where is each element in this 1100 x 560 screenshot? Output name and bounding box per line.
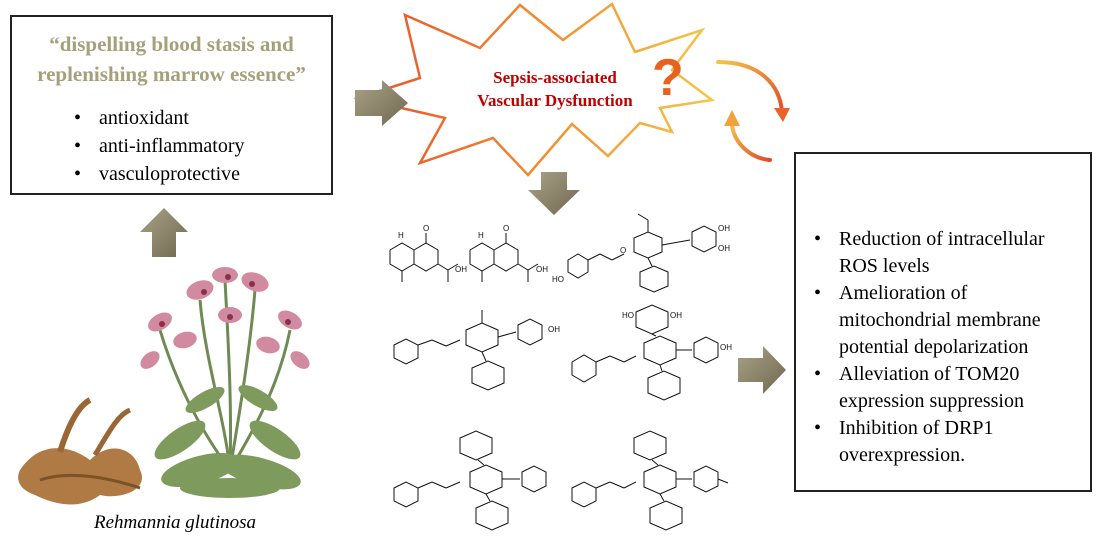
finding-item: Amelioration of mitochondrial membrane p… (814, 280, 1082, 361)
sepsis-title-line2: Vascular Dysfunction (477, 91, 633, 110)
atom-label: HO (552, 275, 564, 284)
compound-structures (389, 213, 729, 531)
starburst-shape (353, 2, 716, 177)
arrow-down-to-compounds (528, 172, 580, 215)
sepsis-title: Sepsis-associated Vascular Dysfunction (455, 66, 655, 112)
findings-box: Reduction of intracellular ROS levels Am… (794, 152, 1092, 492)
atom-label: O (620, 246, 626, 255)
compound-7 (571, 430, 729, 531)
compound-4 (393, 310, 543, 391)
atom-labels: H O OH O H OH O OH HO OH HO OH OH OH (398, 224, 732, 352)
atom-label: O (503, 224, 509, 233)
compound-2 (469, 233, 539, 282)
cycle-arrows-icon (716, 60, 790, 162)
atom-label: OH (548, 325, 560, 334)
finding-item: Reduction of intracellular ROS levels (814, 226, 1082, 280)
finding-item: Alleviation of TOM20 expression suppress… (814, 361, 1082, 415)
plant-caption: Rehmannia glutinosa (93, 512, 257, 533)
atom-label: H (478, 231, 484, 240)
tcm-quote-line2: replenishing marrow essence” (37, 62, 306, 86)
sepsis-title-line1: Sepsis-associated (493, 68, 617, 87)
atom-label: HO (622, 311, 634, 320)
tcm-box: “dispelling blood stasis and replenishin… (10, 15, 333, 195)
finding-item: Inhibition of DRP1 overexpression. (814, 415, 1082, 469)
compound-1 (389, 233, 459, 282)
effect-item: anti-inflammatory (74, 132, 245, 160)
atom-label: O (423, 224, 429, 233)
arrow-up-from-plant (140, 208, 188, 257)
arrow-to-sepsis (355, 80, 408, 126)
rehmannia-plant-image (18, 267, 310, 505)
root-image (18, 397, 142, 505)
atom-label: OH (720, 343, 732, 352)
atom-label: OH (718, 224, 730, 233)
atom-label: OH (455, 265, 467, 274)
compound-3 (567, 213, 717, 293)
tcm-quote-line1: “dispelling blood stasis and (49, 32, 294, 56)
question-icon: ? (652, 49, 684, 107)
arrow-to-findings (738, 346, 786, 394)
findings-list: Reduction of intracellular ROS levels Am… (814, 226, 1082, 469)
compound-6 (393, 430, 547, 531)
atom-label: OH (670, 311, 682, 320)
effect-item: vasculoprotective (74, 160, 245, 188)
tcm-effects-list: antioxidant anti-inflammatory vasculopro… (74, 104, 245, 188)
tcm-quote: “dispelling blood stasis and replenishin… (12, 29, 331, 89)
atom-label: H (398, 231, 404, 240)
effect-item: antioxidant (74, 104, 245, 132)
atom-label: OH (536, 265, 548, 274)
atom-label: OH (718, 244, 730, 253)
compound-5 (571, 304, 719, 401)
